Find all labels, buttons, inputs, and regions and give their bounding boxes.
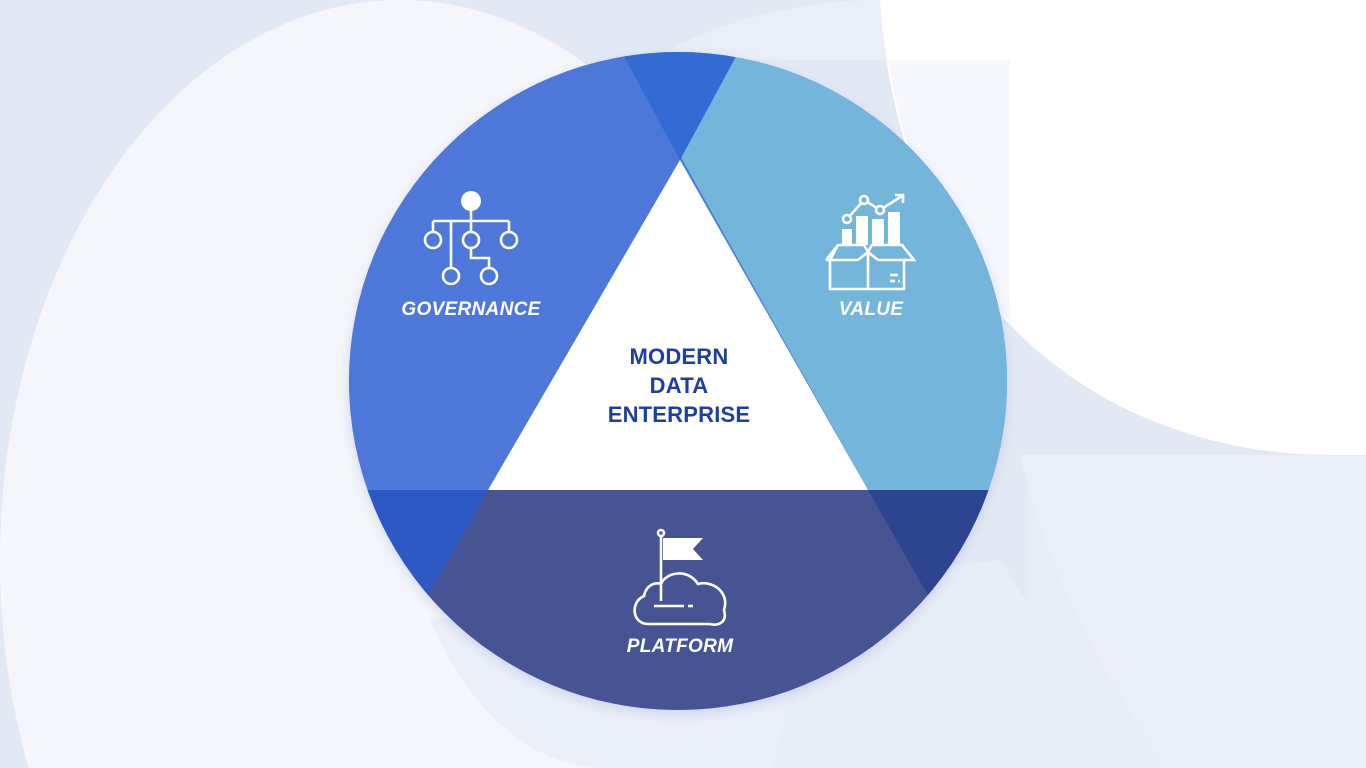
growth-chart-box-icon — [824, 193, 917, 291]
value-platform-overlap — [868, 490, 1007, 710]
governance-value-overlap — [615, 52, 745, 160]
cloud-flag-icon — [633, 528, 727, 626]
governance-platform-overlap — [349, 490, 488, 710]
center-triangle — [488, 160, 868, 490]
platform-label: PLATFORM — [626, 636, 734, 657]
center-title: MODERN DATA ENTERPRISE — [608, 342, 751, 429]
governance-label: GOVERNANCE — [401, 299, 541, 320]
center-title-line-3: ENTERPRISE — [607, 402, 751, 427]
value-label: VALUE — [838, 299, 904, 320]
center-title-line-1: MODERN — [629, 344, 729, 369]
center-title-line-2: DATA — [649, 373, 709, 398]
org-hierarchy-icon — [423, 191, 519, 286]
